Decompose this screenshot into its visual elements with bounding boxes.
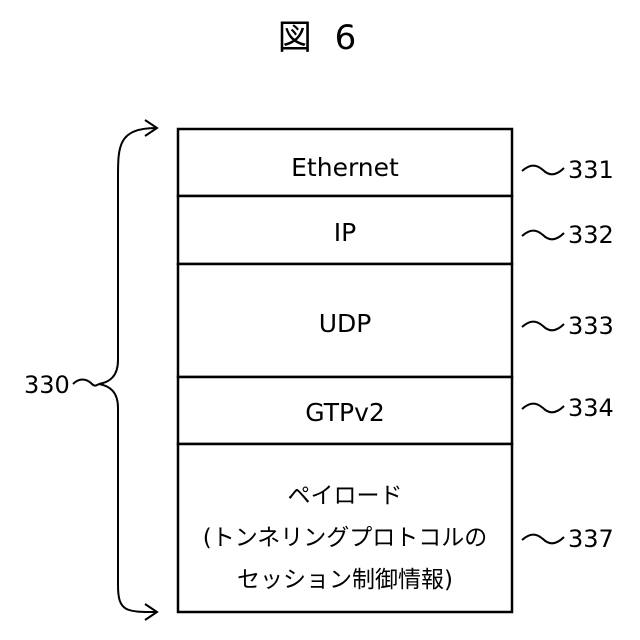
ref-leader-334	[522, 404, 564, 413]
layer-ethernet-label: Ethernet	[291, 153, 399, 182]
ref-number-331: 331	[568, 156, 614, 184]
layer-udp-label: UDP	[319, 309, 372, 338]
ref-number-332: 332	[568, 221, 614, 249]
layer-udp: UDP	[178, 264, 512, 377]
layer-gtpv2: GTPv2	[178, 377, 512, 444]
layer-gtpv2-label: GTPv2	[305, 398, 385, 427]
figure-title: 図 6	[278, 18, 362, 58]
layer-payload-label: ペイロード	[288, 483, 403, 509]
ref-leader-332	[522, 231, 564, 240]
ref-leader-333	[522, 322, 564, 331]
stack-brace	[99, 120, 157, 620]
ref-number-337: 337	[568, 525, 614, 553]
ref-leader-337	[522, 535, 564, 544]
layer-payload: ペイロード (トンネリングプロトコルの セッション制御情報)	[178, 444, 512, 612]
layer-ip-label: IP	[334, 218, 356, 247]
ref-leader-331	[522, 166, 564, 175]
layer-ip: IP	[178, 196, 512, 264]
layer-payload-detail-line-2: セッション制御情報)	[237, 567, 453, 593]
ref-number-334: 334	[568, 394, 614, 422]
layer-ethernet: Ethernet	[178, 129, 512, 196]
stack-ref-number: 330	[24, 371, 70, 399]
stack-ref-leader	[73, 380, 99, 386]
ref-number-333: 333	[568, 312, 614, 340]
layer-payload-detail-line-1: (トンネリングプロトコルの	[203, 525, 488, 551]
